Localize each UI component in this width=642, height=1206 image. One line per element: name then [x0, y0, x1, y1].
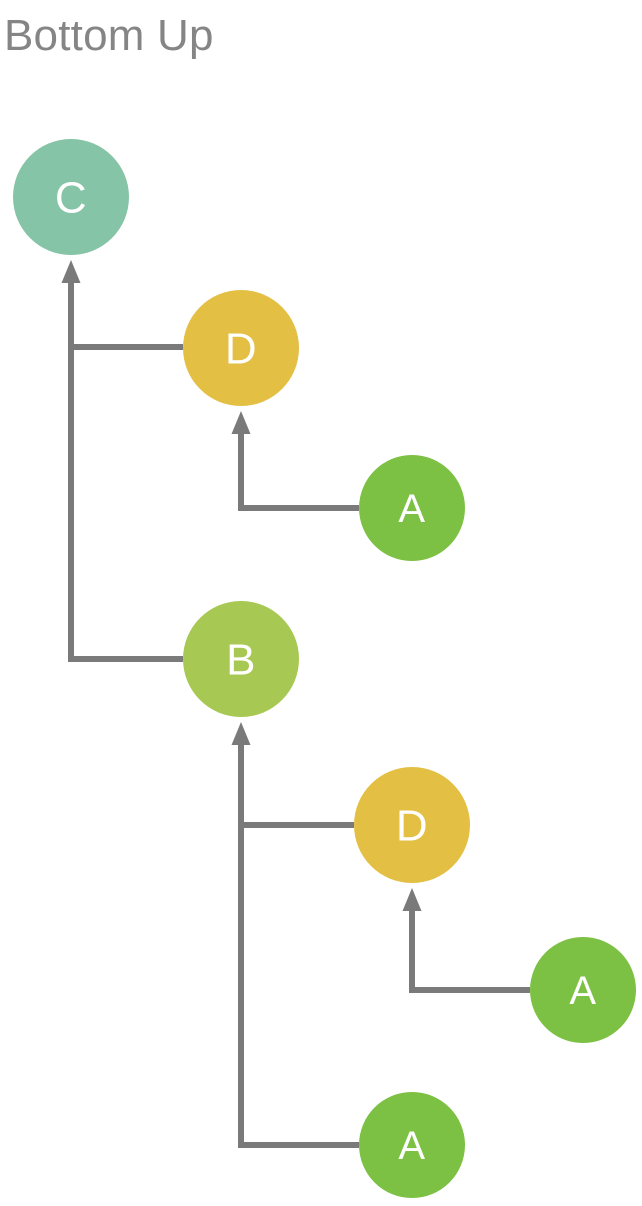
edge-a-bottom-to-b [238, 740, 359, 1148]
node-a-upper[interactable]: A [359, 455, 465, 561]
node-d-upper[interactable]: D [183, 290, 299, 406]
nodes-layer: C D A B D A A [13, 139, 636, 1198]
edge-d-lower-to-b [238, 740, 354, 828]
node-c-root[interactable]: C [13, 139, 129, 255]
node-b-mid[interactable]: B [183, 601, 299, 717]
node-a-bottom[interactable]: A [359, 1092, 465, 1198]
node-circle-a-right[interactable] [530, 937, 636, 1043]
node-a-right[interactable]: A [530, 937, 636, 1043]
arrow-into-d-upper [231, 411, 251, 434]
page-title: Bottom Up [4, 11, 214, 60]
edge-b-to-c [68, 278, 183, 662]
node-label-b-mid: B [226, 636, 256, 685]
node-d-lower[interactable]: D [354, 767, 470, 883]
arrow-into-d-lower [402, 888, 422, 911]
arrowheads-layer [61, 260, 422, 911]
node-circle-a-bottom[interactable] [359, 1092, 465, 1198]
node-circle-a-upper[interactable] [359, 455, 465, 561]
arrow-into-c [61, 260, 81, 283]
edge-a-right-to-d [409, 906, 530, 993]
node-label-c-root: C [55, 174, 87, 223]
node-label-d-upper: D [225, 325, 257, 374]
node-label-a-bottom: A [398, 1124, 425, 1168]
node-label-a-right: A [569, 969, 596, 1013]
node-circle-d-lower[interactable] [354, 767, 470, 883]
edge-d-upper-to-c [68, 278, 183, 350]
node-circle-b-mid[interactable] [183, 601, 299, 717]
node-label-d-lower: D [396, 802, 428, 851]
edges-layer [68, 278, 530, 1148]
node-circle-d-upper[interactable] [183, 290, 299, 406]
node-circle-c-root[interactable] [13, 139, 129, 255]
arrow-into-b [231, 722, 251, 745]
edge-a-upper-to-d [238, 429, 359, 511]
node-label-a-upper: A [398, 487, 425, 531]
